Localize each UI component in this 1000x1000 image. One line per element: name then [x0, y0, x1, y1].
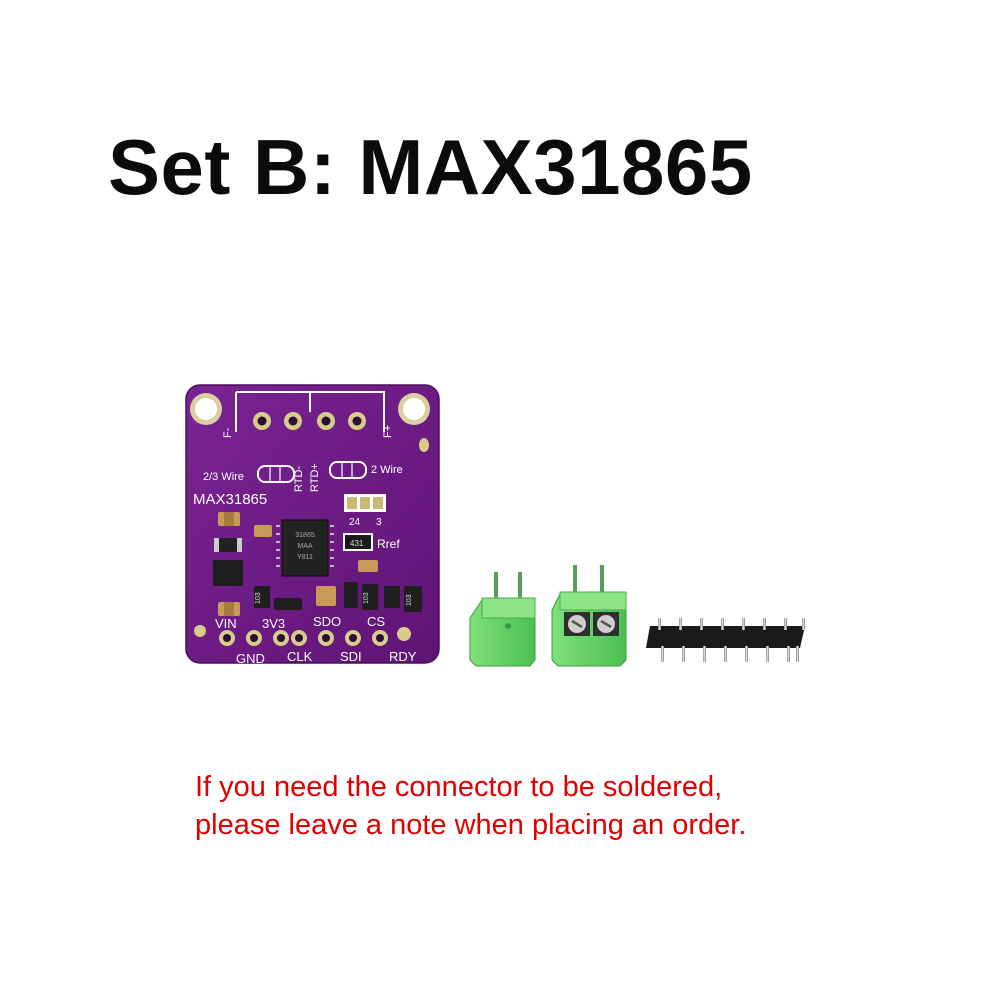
- max31865-board: F- F+ 2/3 Wire 2 Wire RTD- RTD+ MAX31865…: [185, 384, 440, 666]
- label-rref: Rref: [377, 537, 400, 551]
- rref-code: 431: [350, 539, 364, 548]
- chip-text-line-1: 31865: [295, 532, 315, 539]
- label-jumper-24: 24: [349, 517, 361, 528]
- label-2-wire: 2 Wire: [371, 464, 403, 476]
- smd-code-2: 103: [363, 592, 370, 604]
- pin-label-sdo: SDO: [313, 614, 341, 629]
- solder-jumper: [329, 461, 367, 479]
- label-rtd-plus: RTD+: [309, 463, 321, 492]
- label-jumper-3: 3: [376, 517, 382, 528]
- capacitors: 103 103 103: [213, 512, 422, 616]
- smd-code-1: 103: [255, 592, 262, 604]
- smd-code-3: 103: [406, 594, 413, 606]
- set-label: Set B:: [108, 123, 337, 211]
- terminal-block-open: [551, 565, 627, 667]
- board-name-print: MAX31865: [193, 491, 267, 508]
- test-pad: [419, 438, 429, 452]
- bottom-header-pads: [194, 625, 411, 646]
- rref-resistor: [343, 533, 373, 551]
- pin-label-gnd: GND: [236, 651, 265, 666]
- terminal-block-closed: [469, 572, 536, 667]
- chip-text-line-3: Y811: [297, 554, 313, 561]
- mounting-hole: [190, 393, 430, 425]
- pin-label-3v3: 3V3: [262, 616, 285, 631]
- order-note-line-2: please leave a note when placing an orde…: [195, 809, 747, 841]
- label-f-minus: F-: [222, 427, 234, 438]
- solder-jumper: [257, 465, 295, 483]
- page-title: Set B:MAX31865: [108, 128, 753, 206]
- top-header-pads: [253, 412, 366, 430]
- pin-label-rdy: RDY: [389, 649, 417, 664]
- chip-text-line-2: MAA: [297, 543, 313, 550]
- header-outline: [235, 391, 385, 432]
- order-note: If you need the connector to be soldered…: [195, 768, 746, 844]
- model-name: MAX31865: [358, 123, 753, 211]
- pin-label-cs: CS: [367, 614, 385, 629]
- pin-label-vin: VIN: [215, 616, 237, 631]
- pin-header: [646, 618, 805, 662]
- label-f-plus: F+: [382, 425, 394, 438]
- label-rtd-minus: RTD-: [293, 466, 305, 492]
- max31865-chip: 31865 MAA Y811: [276, 519, 334, 577]
- pin-label-clk: CLK: [287, 649, 313, 664]
- pin-label-sdi: SDI: [340, 649, 362, 664]
- order-note-line-1: If you need the connector to be soldered…: [195, 771, 723, 803]
- label-23-wire: 2/3 Wire: [203, 471, 244, 483]
